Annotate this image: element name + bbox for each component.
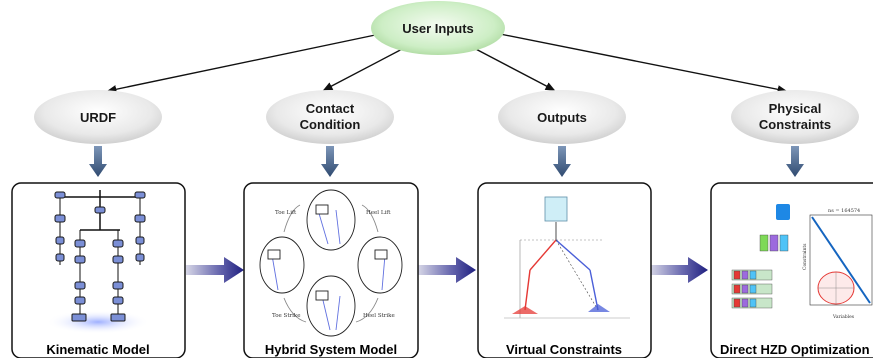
input-urdf-label: URDF [80, 110, 116, 125]
input-physical-label-2: Constraints [759, 117, 831, 132]
flow-arrow-2 [418, 257, 476, 283]
robot-kinematic-icon [54, 190, 146, 322]
hzd-plot-title: ns = 164574 [828, 208, 860, 214]
connector-outputs [469, 45, 556, 91]
input-contact-label-2: Condition [300, 117, 361, 132]
hzd-figure [731, 204, 873, 309]
panel-kinematic-model: Kinematic Model [11, 182, 186, 358]
caption-kinematic-model: Kinematic Model [46, 342, 149, 357]
domain-top [306, 189, 356, 251]
input-outputs-label: Outputs [537, 110, 587, 125]
sparsity-diagonal [811, 216, 871, 304]
input-physical-constraints: Physical Constraints [731, 90, 859, 144]
connector-constraints [499, 33, 788, 94]
hzd-y-axis-label: Constraints [802, 243, 808, 270]
panel-virtual-constraints: Virtual Constraints [477, 182, 652, 358]
hybrid-cycle [259, 189, 403, 337]
input-contact-condition: Contact Condition [266, 90, 394, 144]
connector-urdf [106, 33, 381, 94]
down-arrows [89, 146, 804, 177]
ground-glow [46, 310, 150, 334]
label-toe-strike: Toe Strike [272, 313, 301, 319]
domain-left [259, 236, 305, 294]
input-physical-label-1: Physical [769, 101, 822, 116]
variable-blocks [731, 269, 773, 309]
label-toe-lift: Toe Lift [275, 210, 297, 216]
panel-hybrid-system-model: Toe Lift Heel Lift Toe Strike Heel Strik… [243, 182, 419, 358]
user-inputs-label: User Inputs [402, 21, 474, 36]
user-inputs-node: User Inputs [371, 1, 505, 55]
virtual-constraints-figure [504, 196, 630, 319]
root-connectors [106, 33, 788, 94]
input-urdf: URDF [34, 90, 162, 144]
label-heel-lift: Heel Lift [366, 210, 391, 216]
down-arrow-1 [89, 146, 107, 177]
flow-arrow-1 [186, 257, 244, 283]
caption-hybrid-system-model: Hybrid System Model [265, 342, 397, 357]
down-arrow-3 [553, 146, 571, 177]
hzd-x-axis-label: Variables [832, 314, 855, 320]
domain-right [357, 236, 403, 294]
input-contact-label-1: Contact [306, 101, 355, 116]
connector-contact [322, 45, 409, 91]
caption-virtual-constraints: Virtual Constraints [506, 342, 622, 357]
flow-arrows [186, 257, 708, 283]
label-heel-strike: Heel Strike [363, 313, 395, 319]
caption-direct-hzd-optimization: Direct HZD Optimization [720, 342, 870, 357]
flow-arrow-3 [650, 257, 708, 283]
panel-direct-hzd-optimization: ns = 164574 Variables Constraints Direct… [710, 182, 873, 358]
down-arrow-4 [786, 146, 804, 177]
down-arrow-2 [321, 146, 339, 177]
sparsity-plot-frame [809, 214, 873, 306]
input-outputs: Outputs [498, 90, 626, 144]
domain-bottom [306, 275, 356, 337]
